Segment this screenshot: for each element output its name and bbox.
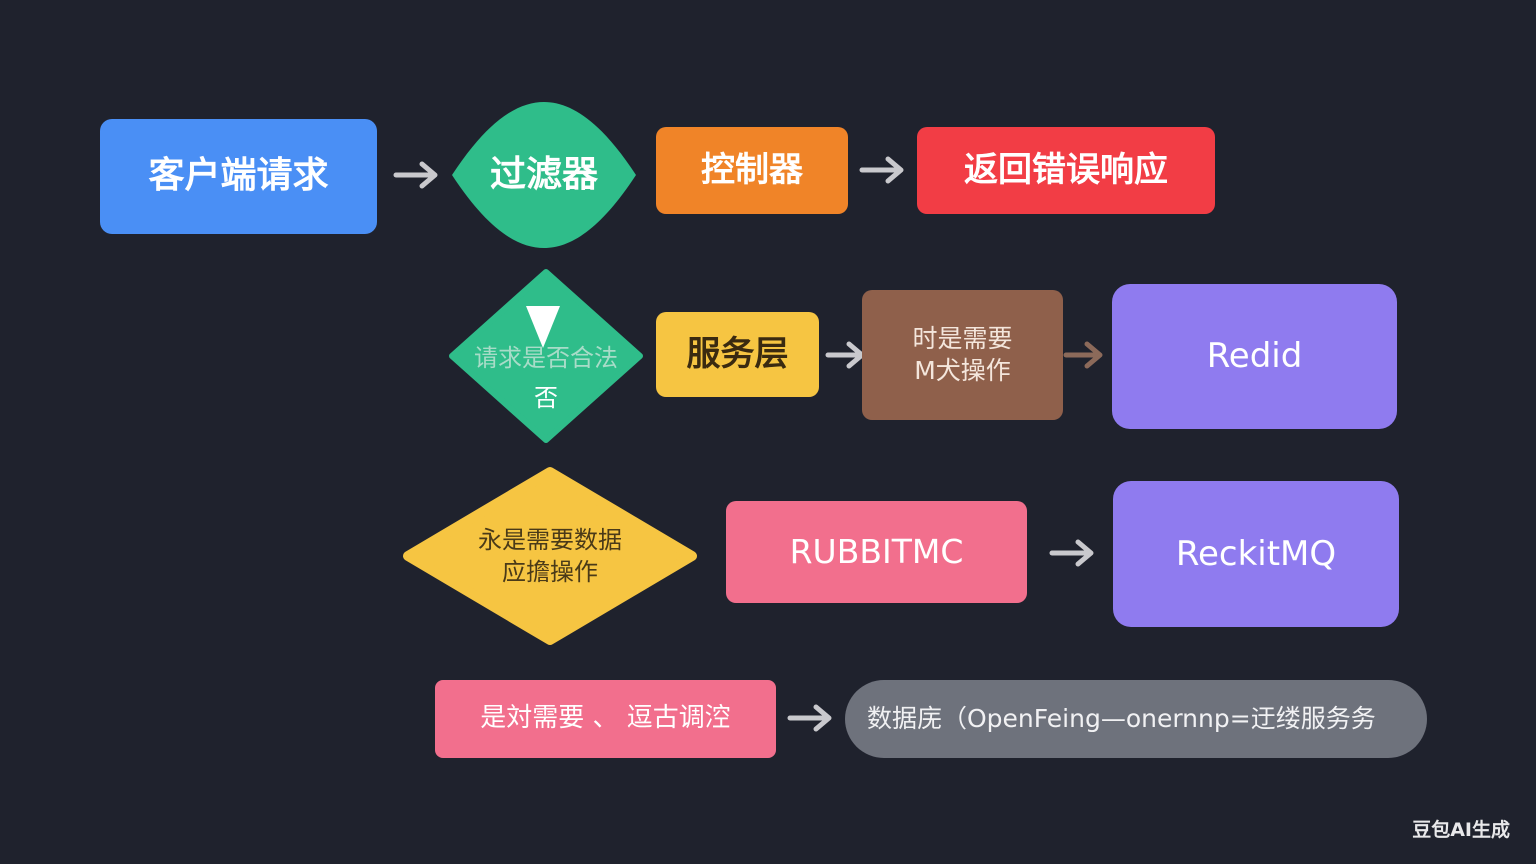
mq-need-node: 时是需要 M犬操作: [862, 290, 1063, 420]
arrow-remote-to-db: [787, 704, 832, 732]
client-request-node: 客户端请求: [100, 119, 377, 234]
redid-node: Redid: [1112, 284, 1397, 429]
rabbitmq-label: RUBBITMC: [789, 531, 964, 571]
data-check-node: 永是需要数据 应擔操作: [402, 466, 698, 646]
data-check-line2: 应擔操作: [502, 558, 598, 586]
filter-node: 过滤器: [448, 100, 640, 250]
valid-check-node: 请求是否合法 否: [448, 268, 644, 444]
data-check-line1: 永是需要数据: [478, 525, 622, 554]
watermark: 豆包AI生成: [1412, 819, 1510, 841]
error-response-label: 返回错误响应: [964, 150, 1168, 191]
controller-label: 控制器: [701, 150, 803, 191]
service-layer-node: 服务层: [656, 312, 819, 397]
client-request-label: 客户端请求: [148, 155, 329, 197]
filter-label: 过滤器: [489, 153, 598, 195]
service-layer-label: 服务层: [686, 334, 789, 375]
arrow-controller-to-error: [859, 156, 904, 184]
arrow-rabbit-to-reckit: [1049, 539, 1094, 567]
reckitmq-label: ReckitMQ: [1175, 533, 1337, 574]
valid-check-no-label: 否: [534, 384, 558, 412]
database-node: 数据庑（OpenFeing—onernnp=迂缕服务务: [845, 680, 1427, 758]
mq-need-line1: 时是需要: [912, 323, 1013, 353]
valid-check-label: 请求是否合法: [474, 343, 618, 372]
controller-node: 控制器: [656, 127, 848, 214]
remote-call-label: 是対需要 、 逗古调涳: [480, 703, 731, 734]
database-label: 数据庑（OpenFeing—onernnp=迂缕服务务: [867, 703, 1376, 733]
arrow-client-to-filter: [393, 161, 438, 189]
mq-need-line2: M犬操作: [914, 356, 1011, 385]
reckitmq-node: ReckitMQ: [1113, 481, 1399, 627]
remote-call-node: 是対需要 、 逗古调涳: [435, 680, 776, 758]
arrow-mq-to-redid: [1063, 341, 1103, 369]
redid-label: Redid: [1206, 336, 1303, 377]
rabbitmq-node: RUBBITMC: [726, 501, 1027, 603]
error-response-node: 返回错误响应: [917, 127, 1215, 214]
down-triangle-icon: [526, 306, 560, 348]
